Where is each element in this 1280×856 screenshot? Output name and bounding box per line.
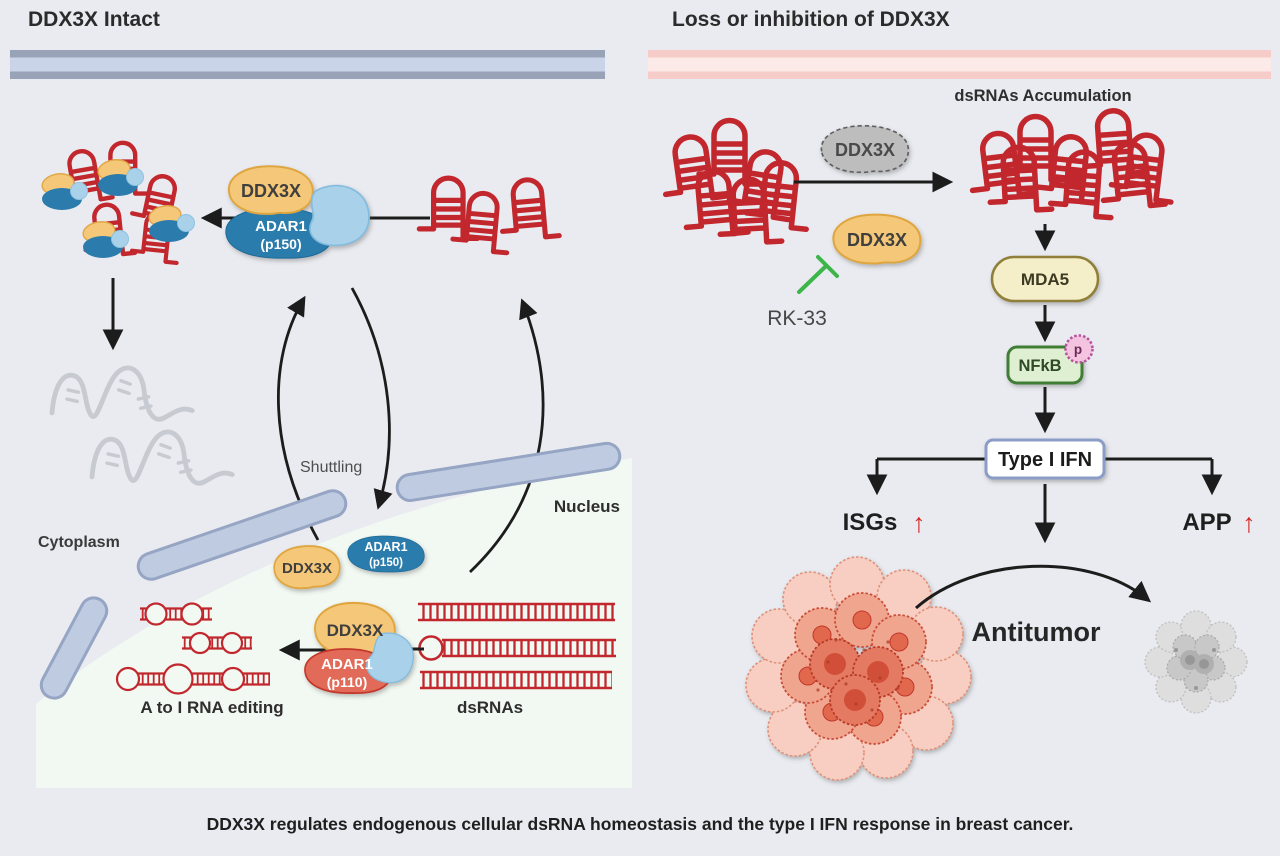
mda5-node xyxy=(990,255,1100,303)
shrunken-tumor-graphic xyxy=(1144,610,1248,714)
type-i-ifn-node xyxy=(984,438,1106,480)
adar1-p150-label-line2: (p150) xyxy=(260,236,301,252)
phospho-label: p xyxy=(1074,342,1082,357)
nucleus-adar1-label-line1: ADAR1 xyxy=(364,540,407,554)
membrane-segment xyxy=(395,441,622,502)
nucleus-adar1-label-line2: (p150) xyxy=(369,557,403,569)
complex-ddx3x-label: DDX3X xyxy=(327,621,384,640)
ddx3x-lost-label: DDX3X xyxy=(835,140,895,160)
ddx3x-inhibited-label: DDX3X xyxy=(847,230,907,250)
isgs-up-arrow-icon: ↑ xyxy=(912,508,926,538)
dsrna-ladder xyxy=(420,670,612,690)
adar1-p150-label-line1: ADAR1 xyxy=(255,218,307,235)
arrow-tumor-shrink xyxy=(915,564,1152,610)
dsrnas-label: dsRNAs xyxy=(457,698,523,717)
tumor-graphic xyxy=(745,556,972,781)
app-label: APP xyxy=(1182,509,1231,536)
edited-rna-bubble-chain xyxy=(182,631,252,655)
phospho-badge xyxy=(1064,334,1094,364)
right-panel-title: Loss or inhibition of DDX3X xyxy=(672,8,950,31)
type-i-ifn-label: Type I IFN xyxy=(998,449,1092,471)
left-panel-title: DDX3X Intact xyxy=(28,8,160,31)
dsrna-accumulation-label: dsRNAs Accumulation xyxy=(954,87,1131,105)
a-to-i-editing-label: A to I RNA editing xyxy=(140,698,283,717)
cytoplasm-label: Cytoplasm xyxy=(38,534,120,551)
nfkb-label: NFkB xyxy=(1018,357,1061,375)
edited-rna-bubble-chain xyxy=(140,602,212,626)
isgs-label: ISGs xyxy=(843,509,898,536)
shuttle-arrow-in xyxy=(350,287,393,510)
nuclear-dsrna-ladders xyxy=(418,602,616,690)
ddx3x-label-top: DDX3X xyxy=(241,181,301,201)
rk33-label: RK-33 xyxy=(767,307,827,330)
membrane-segment xyxy=(136,489,348,581)
shuttle-arrow-dsrna-export xyxy=(469,298,545,574)
inhibition-tbar-icon xyxy=(797,255,839,294)
shuttling-label: Shuttling xyxy=(300,459,362,476)
mda5-label: MDA5 xyxy=(1021,270,1069,289)
a-to-i-edited-rnas xyxy=(115,602,270,695)
adar1-p110-label-line2: (p110) xyxy=(327,674,367,690)
app-up-arrow-icon: ↑ xyxy=(1242,508,1256,538)
nfkb-node xyxy=(1006,345,1084,385)
dsrna-ladder xyxy=(418,602,615,622)
adar1-p110-label-line1: ADAR1 xyxy=(321,656,373,673)
nucleus-label: Nucleus xyxy=(554,497,620,516)
antitumor-label: Antitumor xyxy=(972,617,1101,647)
nuclear-membrane xyxy=(39,441,622,700)
dsrna-ladder-loop xyxy=(418,635,616,661)
left-panel-header-bar xyxy=(10,50,605,79)
figure-caption: DDX3X regulates endogenous cellular dsRN… xyxy=(207,814,1074,834)
membrane-segment xyxy=(39,596,109,700)
right-panel-header-bar xyxy=(648,50,1271,79)
edited-rna-bubble-chain xyxy=(115,663,270,695)
nucleus-ddx3x-label: DDX3X xyxy=(282,560,332,577)
